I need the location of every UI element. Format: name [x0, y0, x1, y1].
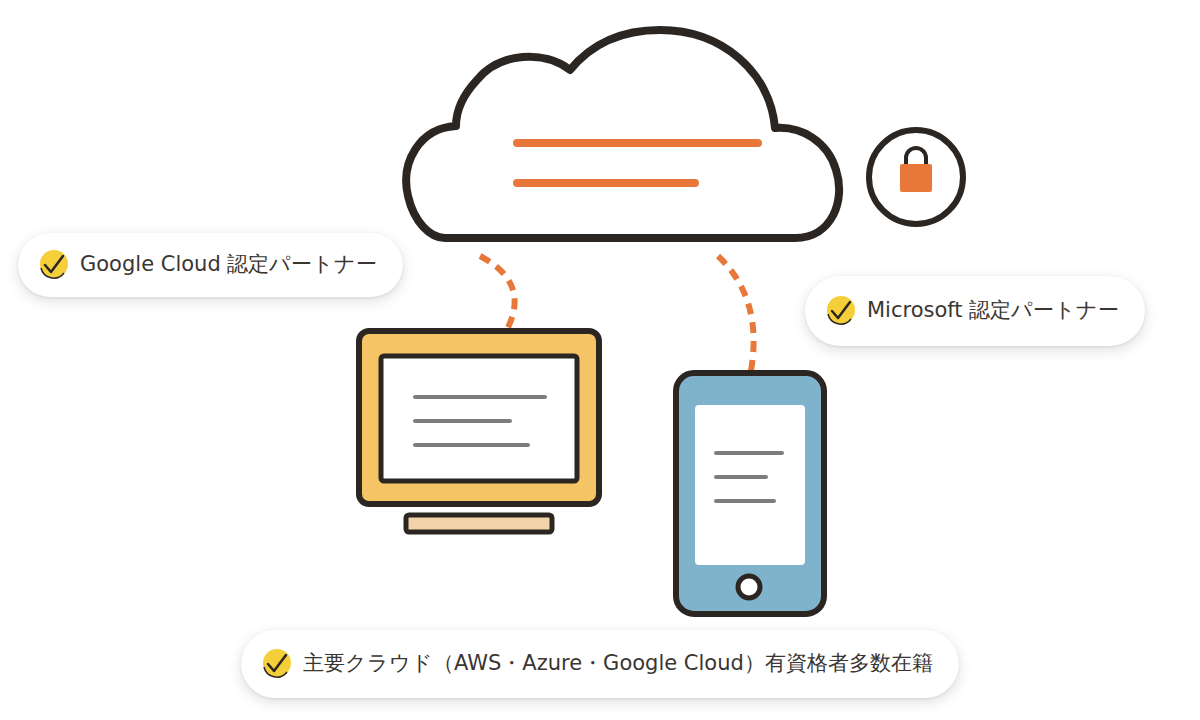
check-icon: [823, 294, 857, 328]
phone-body: [676, 373, 824, 614]
badge-text: Google Cloud 認定パートナー: [80, 252, 377, 277]
badge-pill: 主要クラウド（AWS・Azure・Google Cloud）有資格者多数在籍: [241, 630, 959, 698]
cloud-line: [517, 179, 695, 187]
badge-text: Microsoft 認定パートナー: [867, 298, 1119, 323]
monitor-frame: [359, 331, 599, 504]
screen-line: [716, 499, 774, 503]
screen-line: [716, 475, 766, 479]
lock-body: [900, 164, 932, 192]
phone-screen: [695, 405, 805, 565]
badge-pill: Microsoft 認定パートナー: [805, 276, 1145, 346]
home-button: [738, 576, 760, 598]
monitor-stand: [406, 515, 552, 532]
screen-line: [415, 443, 528, 447]
screen-line: [415, 419, 510, 423]
screen-line: [415, 395, 545, 399]
cloud-shape: [406, 30, 839, 238]
screen-line: [716, 451, 782, 455]
check-icon: [36, 248, 70, 282]
dashed-link: [718, 256, 754, 376]
badge-pill: Google Cloud 認定パートナー: [18, 233, 403, 297]
lock-shackle: [906, 148, 926, 166]
cloud-line: [517, 139, 758, 147]
badge-text: 主要クラウド（AWS・Azure・Google Cloud）有資格者多数在籍: [303, 651, 933, 676]
check-icon: [259, 647, 293, 681]
lock-circle: [869, 130, 963, 224]
monitor-screen: [381, 356, 577, 481]
